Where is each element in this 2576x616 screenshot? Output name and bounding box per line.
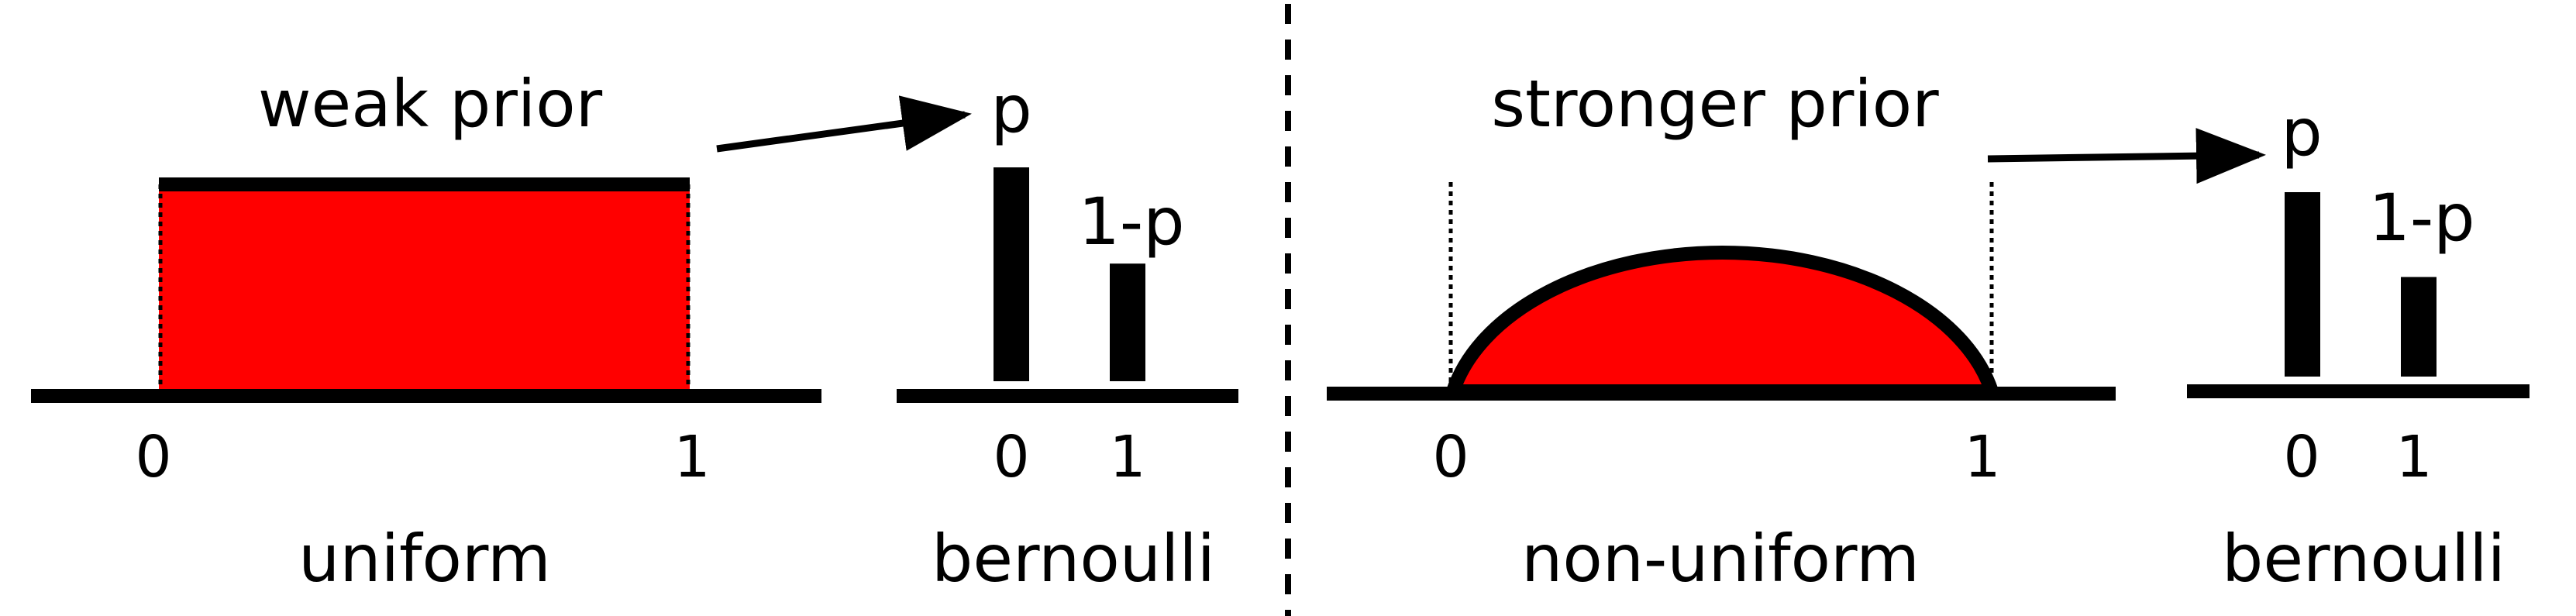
uniform-density-fill: [159, 184, 690, 394]
left-bernoulli-label: bernoulli: [932, 521, 1215, 597]
uniform-tick-1: 1: [673, 424, 710, 490]
left-sample-arrow: [716, 95, 972, 153]
nonuniform-density-curve: [1446, 246, 1999, 398]
uniform-label: uniform: [298, 521, 551, 597]
nonuniform-tick-1: 1: [1964, 424, 2000, 490]
left-bernoulli-p-label: p: [990, 71, 1031, 147]
right-panel: stronger prior 0 1 non-uniform p 1-p 0 1…: [1327, 66, 2530, 597]
right-bernoulli: p 1-p 0 1 bernoulli: [2187, 95, 2530, 597]
right-bernoulli-tick-0: 0: [2283, 424, 2319, 490]
left-bernoulli: p 1-p 0 1 bernoulli: [897, 71, 1238, 597]
right-bernoulli-label: bernoulli: [2222, 521, 2505, 597]
right-sample-arrow: [1987, 128, 2266, 184]
right-bernoulli-1-p-label: 1-p: [2368, 180, 2474, 256]
right-bernoulli-bar-1-p: [2401, 277, 2437, 377]
right-bernoulli-p-label: p: [2281, 95, 2322, 170]
right-bernoulli-bar-p: [2285, 192, 2320, 377]
nonuniform-tick-0: 0: [1432, 424, 1469, 490]
left-bernoulli-tick-0: 0: [993, 424, 1029, 490]
left-bernoulli-bar-p: [994, 167, 1029, 381]
left-panel: weak prior 0 1 uniform p 1-p 0 1 bernoul…: [31, 66, 1238, 597]
weak-prior-title: weak prior: [258, 66, 603, 142]
stronger-prior-title: stronger prior: [1491, 66, 1939, 142]
uniform-tick-0: 0: [135, 424, 171, 490]
right-bernoulli-tick-1: 1: [2395, 424, 2432, 490]
left-bernoulli-tick-1: 1: [1109, 424, 1145, 490]
left-bernoulli-1-p-label: 1-p: [1078, 184, 1184, 260]
nonuniform-label: non-uniform: [1521, 521, 1920, 597]
left-bernoulli-bar-1-p: [1110, 263, 1145, 381]
